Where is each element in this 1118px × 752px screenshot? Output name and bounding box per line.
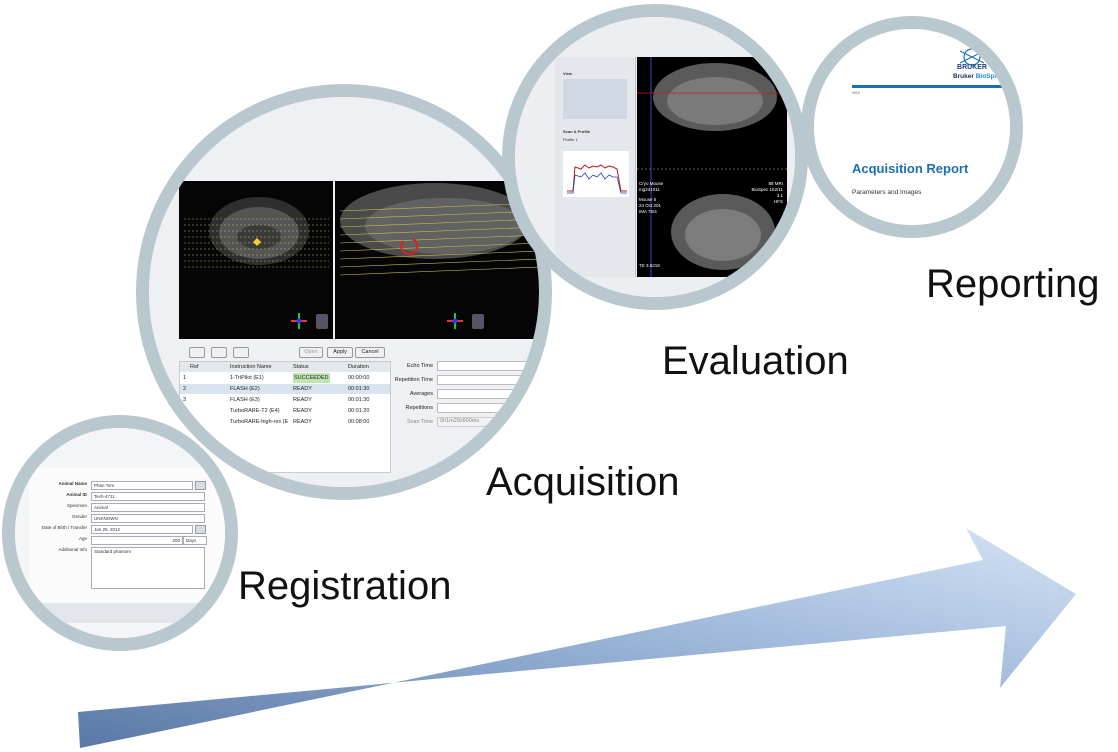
reporting-label: Reporting (926, 262, 1100, 306)
arrow-shape (78, 528, 1076, 748)
evaluation-tool-panel: View Scan & Profile Profile 1 (555, 57, 636, 277)
toolbar-icon-1[interactable] (189, 347, 205, 358)
column-instruction-name: Instruction Name (230, 364, 272, 370)
registration-form: Animal Name Phan Tom Animal ID Tech-4711… (15, 428, 225, 638)
report-divider (852, 85, 1002, 88)
image-overlay-left-2: Mouse 5 24 Oct 201 IMA 76/4 (639, 197, 662, 214)
age-unit-select[interactable]: Days (183, 536, 207, 545)
repetitions-field[interactable] (437, 403, 539, 413)
view-tools[interactable] (563, 79, 627, 119)
image-overlay-right: 88 MRI BioSpec 152/11 3.1 HFS (751, 181, 783, 204)
toolbar-icon-3[interactable] (233, 347, 249, 358)
animal-name-label: Animal Name (58, 481, 87, 486)
image-overlay-bottom: TE 3.6219 (639, 263, 660, 268)
dob-field[interactable]: Jan 25, 2012 (91, 525, 193, 534)
additional-info-textarea[interactable]: Standard phantom (91, 547, 205, 589)
image-overlay-left: Cryo Mouse mg241011 (639, 181, 664, 192)
table-row[interactable]: 1 1-TriPilot (E1) SUCCEEDED 00:00:00 (183, 373, 370, 383)
table-row[interactable]: 2 FLASH (E2) READY 00:01:30 (180, 384, 390, 394)
animal-id-field[interactable]: Tech-4711 (91, 492, 205, 501)
company-name: Bruker BioSpin MRI (952, 73, 1014, 80)
column-status: Status (293, 364, 309, 370)
gender-label: Gender (71, 514, 87, 519)
report-code: 0015 (852, 91, 860, 95)
reporting-circle: BRUKER Bruker BioSpin MRI 0015 Acquisiti… (801, 16, 1023, 238)
scan-time-label: Scan Time (407, 419, 433, 425)
echo-time-label: Echo Time (407, 363, 433, 369)
additional-info-label: Additional Info (58, 547, 87, 552)
view-icon (316, 314, 328, 329)
report-title: Acquisition Report (852, 161, 969, 176)
evaluation-image-view: Cryo Mouse mg241011 Mouse 5 24 Oct 201 I… (637, 57, 787, 277)
echo-time-field[interactable] (437, 361, 539, 371)
evaluation-circle: View Scan & Profile Profile 1 Cryo Mouse… (502, 4, 808, 310)
report-page: BRUKER Bruker BioSpin MRI 0015 Acquisiti… (814, 29, 1014, 225)
rotate-handle-icon (400, 238, 419, 256)
mouse-brain-images (637, 57, 787, 277)
table-row[interactable]: 5 TurboRARE-high-res (E READY 00:08:00 (183, 419, 370, 425)
registration-circle: Animal Name Phan Tom Animal ID Tech-4711… (2, 415, 238, 651)
gender-select[interactable]: UNKNOWN (91, 514, 205, 523)
profile-select[interactable]: Profile 1 (563, 137, 578, 142)
repetitions-label: Repetitions (405, 405, 433, 411)
instruction-table: Ref Instruction Name Status Duration 1 1… (179, 361, 391, 473)
repetition-time-label: Repetition Time (394, 377, 433, 383)
table-row[interactable]: 4 TurboRARE-T2 (E4) READY 00:01:20 (183, 408, 370, 414)
sagittal-brain-image (339, 183, 539, 329)
table-header: Ref Instruction Name Status Duration (180, 362, 390, 372)
scan-time-field: 0h1m29s600ms (437, 417, 521, 427)
cancel-button[interactable]: Cancel (355, 347, 385, 358)
column-ref: Ref (190, 364, 199, 370)
age-field[interactable]: 200 (91, 536, 183, 545)
report-subtitle: Parameters and Images (852, 189, 922, 196)
evaluation-label: Evaluation (662, 339, 849, 383)
apply-button[interactable]: Apply (327, 347, 353, 358)
animal-id-label: Animal ID (66, 492, 87, 497)
orientation-axes-icon (291, 313, 307, 329)
bruker-logo: BRUKER (957, 48, 987, 71)
svg-text:BRUKER: BRUKER (957, 64, 987, 71)
open-button[interactable]: Open (299, 347, 323, 358)
dob-label: Date of Birth / Transfer (41, 525, 87, 530)
specimen-select[interactable]: Animal (91, 503, 205, 512)
acquisition-circle: Open Apply Cancel Ref Instruction Name S… (136, 84, 552, 500)
sagittal-scout-view (335, 181, 539, 339)
calendar-icon[interactable] (195, 525, 206, 534)
specimen-label: Specimen (66, 503, 87, 508)
averages-label: Averages (409, 391, 433, 397)
coronal-scout-view (179, 181, 333, 339)
profile-plot (563, 151, 629, 197)
view-panel-title: View (563, 71, 573, 76)
column-duration: Duration (348, 364, 369, 370)
toolbar-icon-2[interactable] (211, 347, 227, 358)
registration-label: Registration (238, 564, 452, 608)
repetition-time-field[interactable] (437, 375, 539, 385)
table-row[interactable]: 3 FLASH (E3) READY 00:01:30 (183, 397, 370, 403)
parameter-panel: Echo Time Repetition Time Averages Repet… (391, 359, 539, 469)
age-label: Age (78, 536, 87, 541)
coronal-brain-image (184, 197, 329, 329)
averages-field[interactable] (437, 389, 539, 399)
status-badge: SUCCEEDED (293, 373, 330, 383)
acquisition-label: Acquisition (486, 460, 680, 504)
profile-panel-title: Scan & Profile (563, 129, 591, 134)
